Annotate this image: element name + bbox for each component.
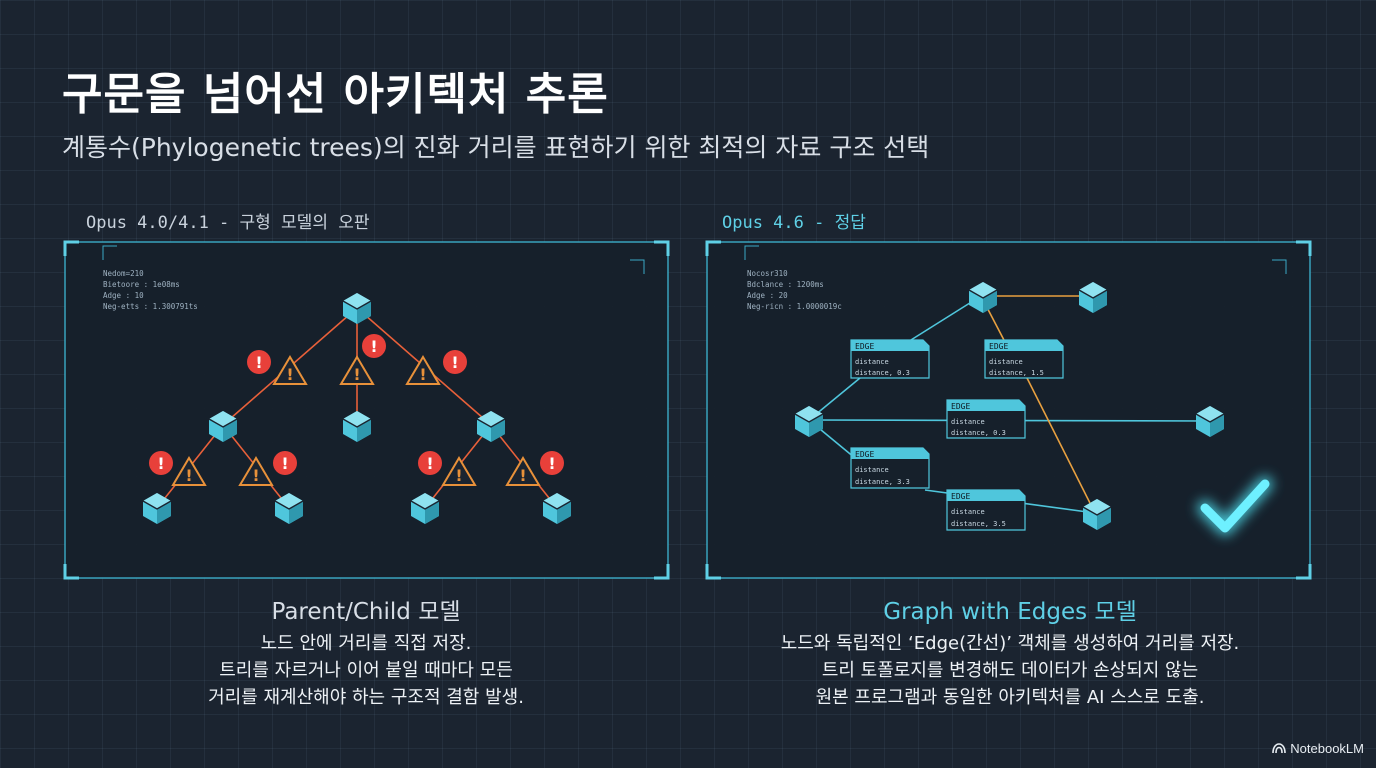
edge-box-line: distance, 0.3 — [855, 369, 910, 377]
page-title: 구문을 넘어선 아키텍처 추론 — [62, 69, 609, 120]
readout-line: Bietoore : 1e08ms — [103, 280, 180, 289]
right-caption: 노드와 독립적인 ‘Edge(간선)’ 객체를 생성하여 거리를 저장. 트리 … — [690, 630, 1330, 711]
left-caption: 노드 안에 거리를 직접 저장. 트리를 자르거나 이어 붙일 때마다 모든 거… — [46, 630, 686, 711]
edge-box: EDGE distance distance, 3.5 — [946, 489, 1026, 531]
error-icon — [273, 451, 297, 475]
left-caption-title: Parent/Child 모델 — [271, 599, 461, 625]
error-icon — [443, 350, 467, 374]
readout-line: Nocosr310 — [747, 269, 788, 278]
edge-box: EDGE distance distance, 0.3 — [850, 339, 930, 379]
edge-box: EDGE distance distance, 1.5 — [984, 339, 1064, 379]
caption-line: 노드와 독립적인 ‘Edge(간선)’ 객체를 생성하여 거리를 저장. — [780, 633, 1240, 654]
edge-box-line: distance — [951, 418, 985, 426]
error-icon — [418, 451, 442, 475]
edge-box-line: distance — [855, 358, 889, 366]
readout-line: Adge : 20 — [747, 291, 788, 300]
edge-box: EDGE distance distance, 0.3 — [946, 399, 1026, 439]
edge-box-title: EDGE — [855, 342, 874, 351]
edge-box-title: EDGE — [951, 492, 970, 501]
left-diagram-frame: ! ! Nedom=210 Bietoore : 1e08ms Adge : 1… — [63, 240, 670, 580]
checkmark-icon — [1197, 476, 1273, 536]
readout-line: Neg-ricn : 1.0000019c — [747, 302, 842, 311]
edge-box-line: distance, 3.3 — [855, 478, 910, 486]
right-diagram-frame: Nocosr310 Bdclance : 1200ms Adge : 20 Ne… — [705, 240, 1312, 580]
caption-line: 노드 안에 거리를 직접 저장. — [260, 633, 472, 654]
edge-box-line: distance, 0.3 — [951, 429, 1006, 437]
page-subtitle: 계통수(Phylogenetic trees)의 진화 거리를 표현하기 위한 … — [62, 133, 930, 162]
error-icon — [149, 451, 173, 475]
readout-line: Adge : 10 — [103, 291, 144, 300]
caption-line: 트리 토폴로지를 변경해도 데이터가 손상되지 않는 — [821, 660, 1199, 681]
right-panel-label: Opus 4.6 - 정답 — [722, 213, 866, 233]
readout-line: Neg-etts : 1.300791ts — [103, 302, 198, 311]
edge-box-line: distance, 1.5 — [989, 369, 1044, 377]
parent-child-tree-diagram: ! ! Nedom=210 Bietoore : 1e08ms Adge : 1… — [63, 240, 670, 580]
edge-box-title: EDGE — [951, 402, 970, 411]
caption-line: 거리를 재계산해야 하는 구조적 결함 발생. — [208, 687, 524, 708]
edge-box-line: distance — [951, 508, 985, 516]
caption-line: 트리를 자르거나 이어 붙일 때마다 모든 — [219, 660, 513, 681]
right-caption-title: Graph with Edges 모델 — [883, 599, 1137, 625]
edge-box-line: distance — [989, 358, 1023, 366]
readout-line: Bdclance : 1200ms — [747, 280, 824, 289]
edge-box-title: EDGE — [855, 450, 874, 459]
caption-line: 원본 프로그램과 동일한 아키텍처를 AI 스스로 도출. — [815, 687, 1205, 708]
error-icon — [540, 451, 564, 475]
edge-box-title: EDGE — [989, 342, 1008, 351]
graph-with-edges-diagram: Nocosr310 Bdclance : 1200ms Adge : 20 Ne… — [705, 240, 1312, 580]
left-panel-label: Opus 4.0/4.1 - 구형 모델의 오판 — [86, 213, 370, 233]
readout-line: Nedom=210 — [103, 269, 144, 278]
edge-box: EDGE distance distance, 3.3 — [850, 447, 930, 489]
brand-name: NotebookLM — [1290, 741, 1364, 756]
brand-watermark: NotebookLM — [1272, 741, 1364, 756]
edge-box-line: distance, 3.5 — [951, 520, 1006, 528]
edge-box-line: distance — [855, 466, 889, 474]
error-icon — [362, 334, 386, 358]
error-icon — [247, 350, 271, 374]
notebooklm-logo-icon — [1272, 743, 1287, 754]
